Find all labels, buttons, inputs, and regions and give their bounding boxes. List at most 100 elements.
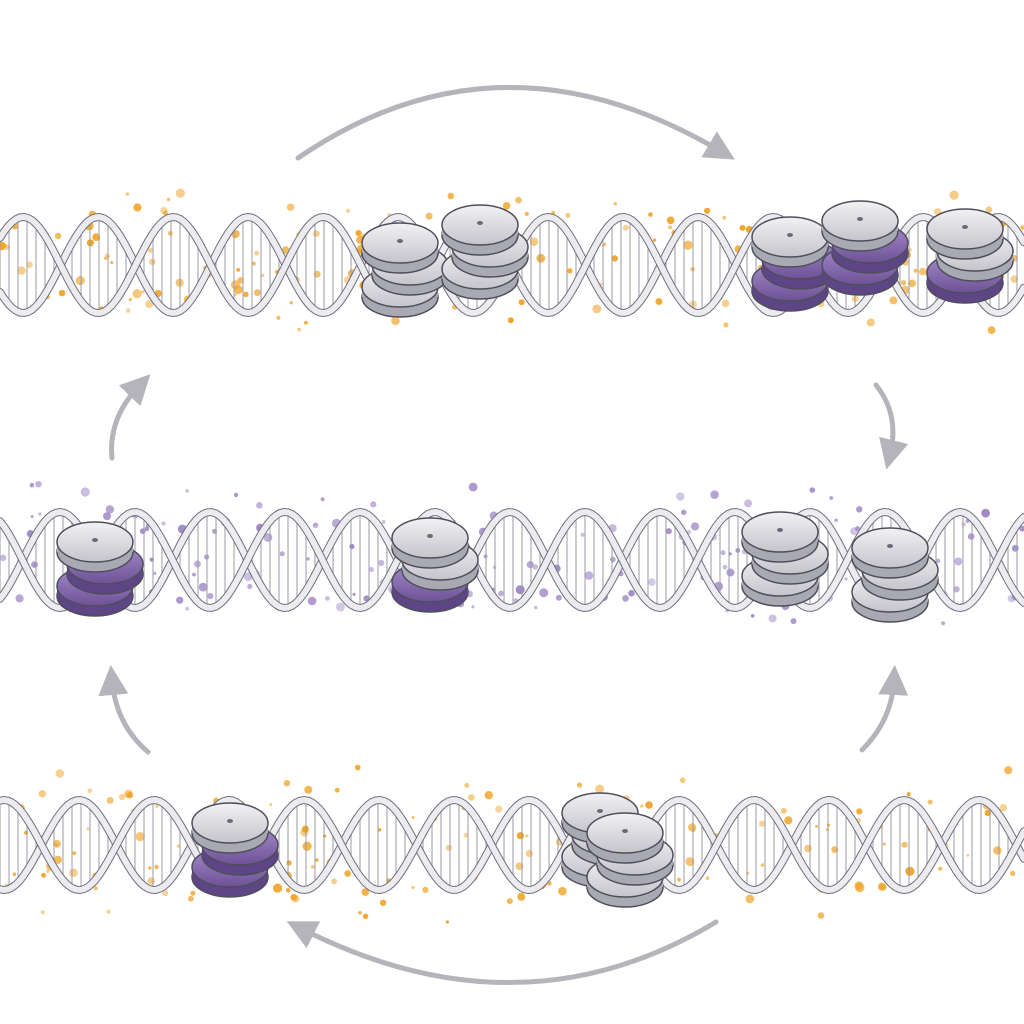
- dot: [722, 215, 727, 220]
- dot: [128, 298, 132, 302]
- nucleosome-stack: [391, 517, 479, 613]
- dot: [331, 878, 337, 885]
- dot: [468, 482, 478, 492]
- dot: [533, 605, 538, 610]
- dot: [809, 487, 816, 493]
- dot: [273, 883, 283, 893]
- dot: [468, 794, 475, 801]
- dot: [254, 250, 260, 256]
- dot: [471, 605, 475, 609]
- dot: [334, 787, 340, 793]
- dot: [817, 912, 825, 919]
- dot: [110, 261, 114, 264]
- dot: [0, 241, 7, 251]
- dot: [967, 533, 975, 540]
- dot: [103, 512, 111, 521]
- dot: [261, 273, 265, 278]
- dot: [844, 577, 848, 581]
- nucleosome-stack: [741, 511, 829, 607]
- histone-disc-center: [597, 809, 603, 813]
- dot: [247, 583, 253, 590]
- dot: [41, 872, 46, 878]
- dot: [882, 842, 886, 846]
- dot: [640, 804, 644, 808]
- dot: [722, 564, 728, 570]
- dot: [132, 289, 142, 299]
- dot: [681, 509, 687, 515]
- panel-bottom-chromatin-strand: [0, 764, 1024, 924]
- dot: [125, 192, 129, 196]
- dot: [1019, 525, 1024, 532]
- dot: [622, 595, 629, 602]
- dot: [901, 841, 908, 848]
- dot: [313, 230, 320, 237]
- dot: [175, 188, 185, 198]
- dot: [866, 318, 875, 327]
- dot: [133, 203, 142, 212]
- dot: [187, 895, 194, 902]
- dot: [30, 515, 34, 518]
- dot: [253, 289, 261, 297]
- dot: [192, 572, 196, 577]
- nucleosome-stack: [926, 208, 1014, 304]
- dot: [516, 832, 525, 840]
- dot: [856, 808, 863, 815]
- histone-disc-center: [397, 239, 403, 243]
- panel-middle-chromatin-strand: [0, 481, 1024, 626]
- nucleosome-stack: [851, 527, 939, 623]
- dot: [498, 590, 504, 597]
- dot: [856, 506, 863, 513]
- dot: [160, 207, 168, 215]
- dot: [46, 869, 50, 873]
- dot: [889, 296, 898, 305]
- dot: [685, 857, 695, 867]
- dot: [87, 788, 93, 793]
- dot: [38, 790, 46, 798]
- dot: [391, 316, 400, 326]
- dot: [953, 586, 960, 593]
- dot: [286, 860, 292, 866]
- dot: [666, 216, 675, 225]
- dot: [665, 528, 672, 535]
- dot: [628, 589, 635, 597]
- dot: [358, 911, 362, 915]
- dot: [12, 872, 17, 876]
- histone-disc-center: [887, 544, 893, 548]
- dot: [289, 301, 293, 305]
- dot: [53, 855, 63, 864]
- dot: [484, 791, 493, 800]
- nucleosome-stack: [441, 204, 529, 300]
- dot: [166, 197, 171, 202]
- dot: [276, 315, 281, 320]
- dot: [524, 211, 529, 216]
- dot: [336, 602, 345, 612]
- dot: [185, 606, 190, 611]
- dot: [40, 910, 45, 915]
- dot: [352, 592, 356, 597]
- arrow-right-upper: [873, 382, 909, 470]
- dot: [555, 594, 562, 601]
- dot: [135, 832, 145, 842]
- dot: [760, 863, 765, 867]
- dot: [148, 247, 154, 253]
- histone-disc-center: [92, 538, 98, 542]
- dot: [379, 899, 387, 906]
- dot: [243, 291, 249, 298]
- dot: [26, 261, 33, 269]
- dot: [1020, 225, 1024, 230]
- nucleosome-stack: [821, 200, 909, 296]
- dot: [900, 280, 907, 286]
- dot: [312, 522, 319, 528]
- dot: [739, 224, 746, 231]
- dot: [784, 816, 793, 825]
- arrow-left-upper: [109, 374, 151, 461]
- nucleosome-stack: [191, 802, 279, 898]
- dot: [999, 803, 1008, 812]
- dot: [207, 593, 214, 600]
- dot: [927, 799, 933, 805]
- dot: [938, 866, 943, 871]
- dot: [723, 322, 729, 328]
- dot: [176, 844, 181, 848]
- dot: [162, 890, 169, 897]
